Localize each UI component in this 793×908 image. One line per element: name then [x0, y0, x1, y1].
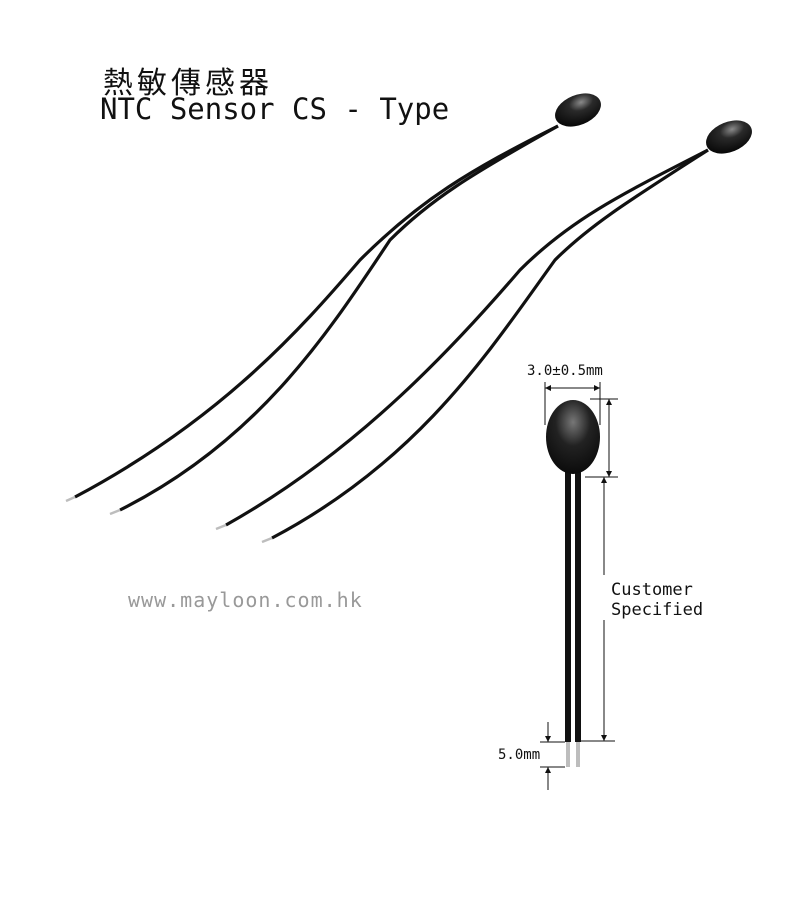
dim-label-bead-diameter: 3.0±0.5mm — [527, 363, 603, 379]
dim-label-lead-length: Customer Specified — [611, 580, 703, 620]
dim-bead-arrow-top — [606, 399, 612, 405]
sensor-1 — [65, 93, 601, 516]
title-chinese: 熱敏傳感器 — [103, 66, 273, 101]
website-url: www.mayloon.com.hk — [128, 588, 363, 612]
dim-width-arrow-left — [545, 385, 551, 391]
dim-label-stripped-length: 5.0mm — [498, 747, 541, 763]
dim-len-arrow-top — [601, 477, 607, 483]
sensor-2-lead-a — [225, 148, 709, 527]
sensor-1-tip-b — [109, 508, 121, 516]
sensor-1-bead — [555, 93, 601, 127]
sensor-2-bead — [706, 120, 752, 154]
dim-label-lead-length-line1: Customer — [611, 580, 693, 600]
dim-strip-arrow-top — [545, 736, 551, 742]
detail-tip-left — [566, 742, 570, 767]
sensor-1-lead-b — [119, 124, 559, 512]
detail-bead — [546, 400, 600, 474]
detail-tip-right — [576, 742, 580, 767]
sensor-2 — [215, 120, 752, 544]
sensor-2-lead-b — [271, 148, 709, 540]
sensor-1-lead-a — [74, 124, 559, 499]
dim-len-arrow-bottom — [601, 735, 607, 741]
sensor-detail — [540, 382, 618, 790]
dim-strip-arrow-bottom — [545, 767, 551, 773]
sensor-2-tip-b — [261, 536, 273, 544]
detail-lead-right — [575, 470, 581, 742]
detail-lead-left — [565, 470, 571, 742]
title-english: NTC Sensor CS - Type — [100, 92, 450, 126]
dim-bead-arrow-bottom — [606, 471, 612, 477]
dim-width-arrow-right — [594, 385, 600, 391]
sensor-1-tip-a — [65, 495, 76, 503]
dim-label-lead-length-line2: Specified — [611, 600, 704, 620]
sensor-2-tip-a — [215, 523, 227, 531]
